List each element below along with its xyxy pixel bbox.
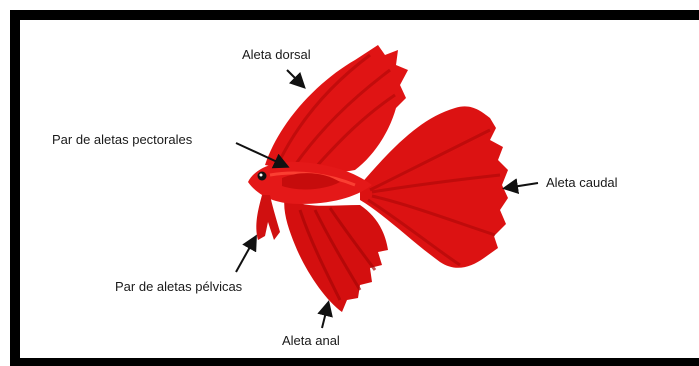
- arrow-pelvic: [236, 238, 255, 272]
- pelvic-fin: [256, 195, 280, 240]
- label-pelvic-fins: Par de aletas pélvicas: [115, 279, 242, 295]
- arrow-anal: [322, 304, 328, 328]
- arrow-caudal: [506, 183, 538, 188]
- label-pectoral-fins: Par de aletas pectorales: [52, 132, 192, 148]
- dorsal-fin: [265, 45, 408, 172]
- label-anal-fin: Aleta anal: [282, 333, 340, 349]
- arrow-dorsal: [287, 70, 303, 86]
- label-dorsal-fin: Aleta dorsal: [242, 47, 311, 63]
- label-caudal-fin: Aleta caudal: [546, 175, 618, 191]
- fish-eye-highlight: [260, 174, 263, 177]
